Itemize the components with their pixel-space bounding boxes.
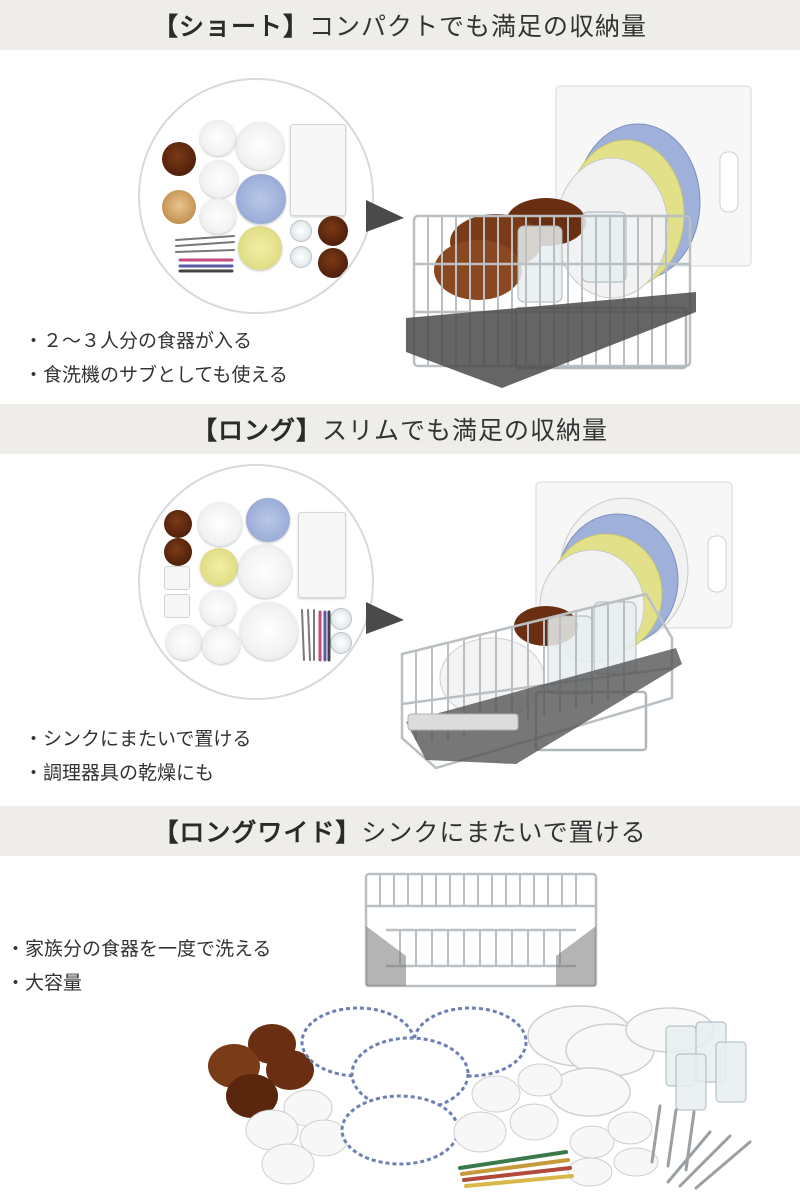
glass-image bbox=[330, 608, 352, 630]
wooden-bowl-image bbox=[318, 248, 348, 278]
cutlery-image bbox=[301, 609, 331, 662]
blue-plate-image bbox=[236, 174, 286, 224]
white-plate-image bbox=[240, 602, 298, 660]
callout-pointer bbox=[366, 602, 404, 634]
section-header-long: 【ロング】 スリムでも満足の収納量 bbox=[0, 404, 800, 454]
cutting-board-image bbox=[298, 512, 346, 598]
small-dish-image bbox=[164, 594, 190, 618]
white-plate-image bbox=[200, 198, 236, 234]
glass-image bbox=[330, 632, 352, 654]
callout-pointer bbox=[366, 200, 404, 232]
glass-image bbox=[290, 220, 312, 242]
cutting-board-image bbox=[290, 124, 346, 216]
section-title-bold: 【ロング】 bbox=[191, 416, 322, 445]
dish-set-circle-long bbox=[138, 464, 374, 700]
feature-item: ・家族分の食器を一度で洗える bbox=[6, 938, 272, 960]
white-bowl-image bbox=[200, 590, 236, 626]
section-title-rest: スリムでも満足の収納量 bbox=[322, 416, 609, 445]
wooden-bowl-image bbox=[162, 190, 196, 224]
glass-image bbox=[290, 246, 312, 268]
white-plate-image bbox=[200, 120, 236, 156]
blue-plate-image bbox=[246, 498, 290, 542]
dishware-set-photo bbox=[208, 1005, 752, 1190]
section-header-short: 【ショート】 コンパクトでも満足の収納量 bbox=[0, 0, 800, 50]
section-title-bold: 【ロングワイド】 bbox=[153, 818, 362, 847]
white-plate-image bbox=[238, 544, 292, 598]
short-dish-rack-photo bbox=[406, 85, 752, 388]
wooden-bowl-image bbox=[164, 538, 192, 566]
yellow-plate-image bbox=[200, 548, 238, 586]
feature-item: ・大容量 bbox=[6, 972, 83, 994]
feature-list-long: ・シンクにまたいで置ける ・調理器具の乾燥にも bbox=[24, 722, 251, 790]
wooden-bowl-image bbox=[162, 142, 196, 176]
white-plate-image bbox=[198, 502, 242, 546]
section-title-rest: コンパクトでも満足の収納量 bbox=[309, 12, 648, 41]
feature-list-long-wide: ・家族分の食器を一度で洗える ・大容量 bbox=[6, 932, 271, 1000]
wooden-bowl-image bbox=[164, 510, 192, 538]
section-title-bold: 【ショート】 bbox=[152, 12, 309, 41]
section-title-rest: シンクにまたいで置ける bbox=[361, 818, 647, 847]
small-dish-image bbox=[164, 566, 190, 590]
feature-item: ・食洗機のサブとしても使える bbox=[24, 364, 288, 386]
white-plate-image bbox=[166, 624, 202, 660]
white-plate-image bbox=[236, 122, 284, 170]
feature-item: ・シンクにまたいで置ける bbox=[24, 728, 252, 750]
wooden-bowl-image bbox=[318, 216, 348, 246]
feature-list-short: ・２～３人分の食器が入る ・食洗機のサブとしても使える bbox=[24, 324, 288, 392]
long-wide-dish-rack-photo bbox=[364, 872, 598, 988]
white-bowl-image bbox=[202, 626, 240, 664]
dish-set-circle-short bbox=[138, 78, 374, 314]
feature-item: ・調理器具の乾燥にも bbox=[24, 762, 215, 784]
white-plate-image bbox=[200, 160, 238, 198]
long-dish-rack-photo bbox=[400, 481, 733, 770]
feature-item: ・２～３人分の食器が入る bbox=[24, 330, 253, 352]
cutlery-image bbox=[175, 235, 235, 273]
yellow-plate-image bbox=[238, 226, 282, 270]
section-header-long-wide: 【ロングワイド】 シンクにまたいで置ける bbox=[0, 806, 800, 856]
